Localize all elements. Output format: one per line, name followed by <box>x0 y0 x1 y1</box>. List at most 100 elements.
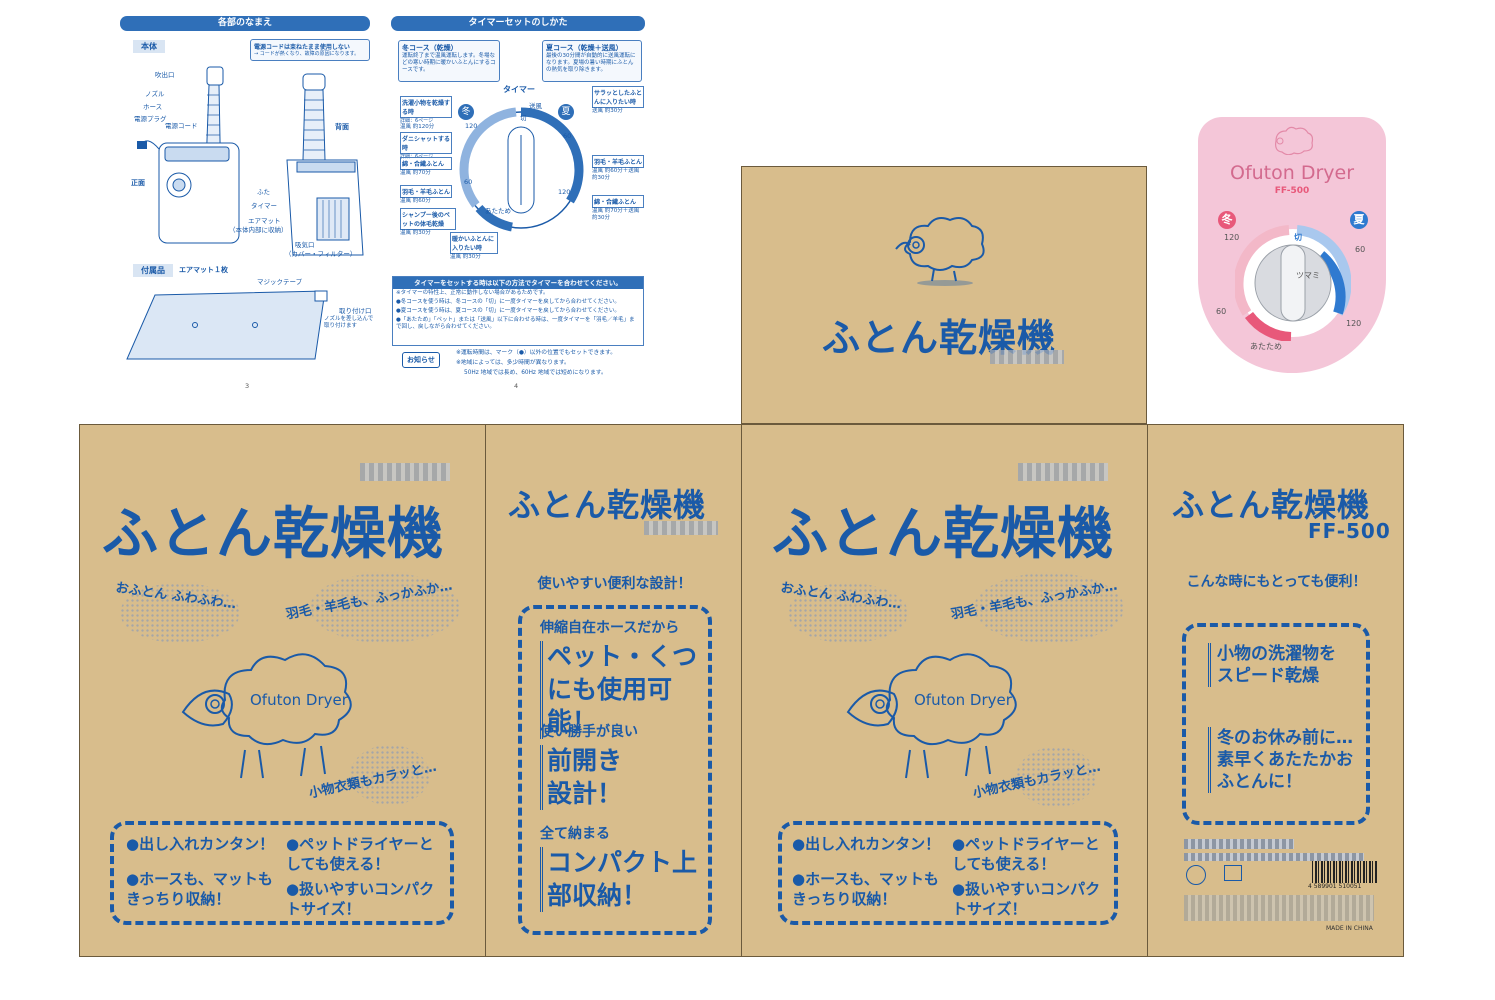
box-back-panel: ふとん乾燥機 おふとん ふわふわ… 羽毛・羊毛も、ふっかふか… Ofuton D… <box>741 424 1148 957</box>
sticker-120-right: 120 <box>1346 319 1362 328</box>
notice-line-2: 50Hz 地域では長め、60Hz 地域では短めになります。 <box>464 370 607 376</box>
parts-header: 各部のなまえ <box>120 16 370 31</box>
caution-sub: → コードが熱くなり、故障の原因になります。 <box>254 51 360 57</box>
timer-header: タイマーセットのしかた <box>391 16 645 31</box>
sheep-logo-icon <box>1275 126 1314 155</box>
label-attach-port: 取り付け口 <box>339 307 372 315</box>
left-note-5: 暖かいふとんに入りたい時 温風 約30分 <box>450 232 498 261</box>
sticker-60-left: 60 <box>1216 307 1227 316</box>
back-feature-2: ●ホースも、マットもきっちり収納！ <box>792 870 939 908</box>
made-in: MADE IN CHINA <box>1326 925 1373 932</box>
front-feature-3: ●扱いやすいコンパクトサイズ！ <box>286 880 435 918</box>
side2-feature-1: 冬のお休み前に…素早くあたたかおふとんに！ <box>1208 727 1358 794</box>
dial-120-right: 120 <box>558 188 571 196</box>
side-heading: 使いやすい便利な設計！ <box>537 576 692 592</box>
winter-course-desc: 運転終了まで温風運転します。冬場などの寒い時期に暖かいふとんにするコースです。 <box>402 53 496 73</box>
sticker-summer-mark: 夏 <box>1350 211 1368 229</box>
left-note-2: 綿・合繊ふとん 温風 約70分 <box>400 157 452 177</box>
sticker-winter-mark: 冬 <box>1218 211 1236 229</box>
cloud-left <box>120 583 240 643</box>
side2-address-blurred <box>1184 853 1364 861</box>
cloud-right-2 <box>974 573 1124 643</box>
label-back: 背面 <box>335 123 349 131</box>
timer-set-line: ●「あたため」「ペット」または「送風」以下に合わせる時は、一度タイマーを「羽毛／… <box>396 316 635 330</box>
side-feature-0-big: ペット・くつにも使用可能！ <box>540 641 700 739</box>
side2-model: FF-500 <box>1308 519 1391 543</box>
sticker-knob-label[interactable]: ツマミ <box>1296 271 1320 280</box>
label-intake: 吸気口 <box>295 241 315 249</box>
dial-120-left: 120 <box>465 122 478 130</box>
side-product-name: ふとん乾燥機 <box>508 486 707 524</box>
sheep-illustration-2 <box>846 653 1017 779</box>
pp-mark-icon <box>1224 865 1242 881</box>
label-lid: ふた <box>257 188 270 196</box>
accessory-item: エアマット１枚 <box>179 266 228 274</box>
sheep-icon <box>895 217 985 286</box>
side-feature-box <box>518 605 712 935</box>
left-note-1: ダニシャットする時 詳細：6ページ <box>400 132 452 160</box>
front-model-blurred <box>360 463 450 481</box>
box-top-flap: ふとん乾燥機 <box>741 166 1147 424</box>
barcode-number: 4 589901 510051 <box>1308 883 1362 890</box>
notice-line-1: ※地域によっては、多少時間が異なります。 <box>456 360 570 366</box>
label-front: 正面 <box>131 179 145 187</box>
dial-60-left: 60 <box>464 178 473 186</box>
front-feature-2: ●ホースも、マットもきっちり収納！ <box>126 870 273 908</box>
dial-off: 切 <box>520 114 527 122</box>
timer-set-box: タイマーをセットする時は以下の方法でタイマーを合わせてください。 ※タイマーの特… <box>392 276 644 346</box>
timer-set-line: ※タイマーの特性上、正常に動作しない場合があるためです。 <box>396 290 549 296</box>
page-number-right: 4 <box>514 382 519 390</box>
right-note-2: 綿・合繊ふとん 温風 約70分＋送風 約30分 <box>592 195 644 222</box>
dial-warm: あたため <box>485 207 511 215</box>
winter-course-title: 冬コース（乾燥） <box>402 44 458 52</box>
left-note-0: 洗濯小物を乾燥する時 詳細：6ページ 温風 約120分 <box>400 96 452 131</box>
side2-notes-blurred <box>1184 895 1374 921</box>
label-airmat: エアマット <box>248 217 281 225</box>
dial-60-right: 60 <box>563 132 572 140</box>
label-airmat-note: （本体内部に収納） <box>229 226 288 234</box>
summer-course-box: 夏コース（乾燥＋送風） 最後の30分間が自動的に送風運転になります。夏場の暑い時… <box>542 40 642 82</box>
dryer-front-illustration <box>137 66 240 244</box>
winter-course-box: 冬コース（乾燥） 運転終了まで温風運転します。冬場などの寒い時期に暖かいふとんに… <box>398 40 500 82</box>
summer-course-title: 夏コース（乾燥＋送風） <box>546 44 623 52</box>
top-model-blurred <box>990 350 1064 364</box>
label-nozzle: ノズル <box>145 90 165 98</box>
dryer-back-illustration <box>286 73 364 256</box>
notice-label: お知らせ <box>402 352 440 368</box>
label-attach-note: ノズルを差し込んで取り付けます <box>324 316 374 329</box>
label-outlet: 吹出口 <box>155 71 175 79</box>
body-label: 本体 <box>133 40 165 53</box>
label-cord: 電源コード <box>165 122 198 130</box>
side2-heading: こんな時にもとっても便利！ <box>1186 574 1367 590</box>
side-feature-2-big: コンパクト上部収納！ <box>540 847 700 912</box>
side2-feature-0: 小物の洗濯物をスピード乾燥 <box>1208 643 1348 688</box>
back-feature-3: ●扱いやすいコンパクトサイズ！ <box>952 880 1101 918</box>
left-note-3: 羽毛・羊毛ふとん 温風 約60分 <box>400 185 452 205</box>
cloud-bottom-2 <box>1016 747 1096 807</box>
side2-feature-box <box>1182 623 1370 825</box>
airmat-illustration <box>126 290 328 360</box>
sheep-illustration <box>181 653 352 779</box>
back-model-blurred <box>1018 463 1108 481</box>
side2-product-name: ふとん乾燥機 <box>1172 486 1371 524</box>
side-feature-1-big: 前開き設計！ <box>540 745 640 810</box>
sticker-60-right: 60 <box>1355 245 1366 254</box>
back-product-name: ふとん乾燥機 <box>772 502 1114 567</box>
cloud-right <box>310 573 460 643</box>
back-feature-1: ●ペットドライヤーとしても使える！ <box>952 835 1100 873</box>
label-intake-note: （カバー・フィルター） <box>285 250 357 258</box>
front-feature-box <box>110 821 454 925</box>
page-number-left: 3 <box>245 382 250 390</box>
timer-dial-illustration <box>459 107 584 232</box>
timer-label: タイマー <box>503 85 535 94</box>
front-feature-0: ●出し入れカンタン！ <box>126 835 275 853</box>
cloud-bottom <box>350 745 430 805</box>
side-feature-2-lead: 全て納まる <box>540 826 610 842</box>
sticker-off-label: 切 <box>1294 233 1302 242</box>
label-timer: タイマー <box>251 202 277 210</box>
barcode-icon <box>1312 861 1378 883</box>
sticker-brand: Ofuton Dryer <box>1229 162 1355 184</box>
side-model-blurred <box>644 521 718 535</box>
dial-fan: 送風 <box>529 102 542 110</box>
cloud-left-2 <box>788 583 908 643</box>
